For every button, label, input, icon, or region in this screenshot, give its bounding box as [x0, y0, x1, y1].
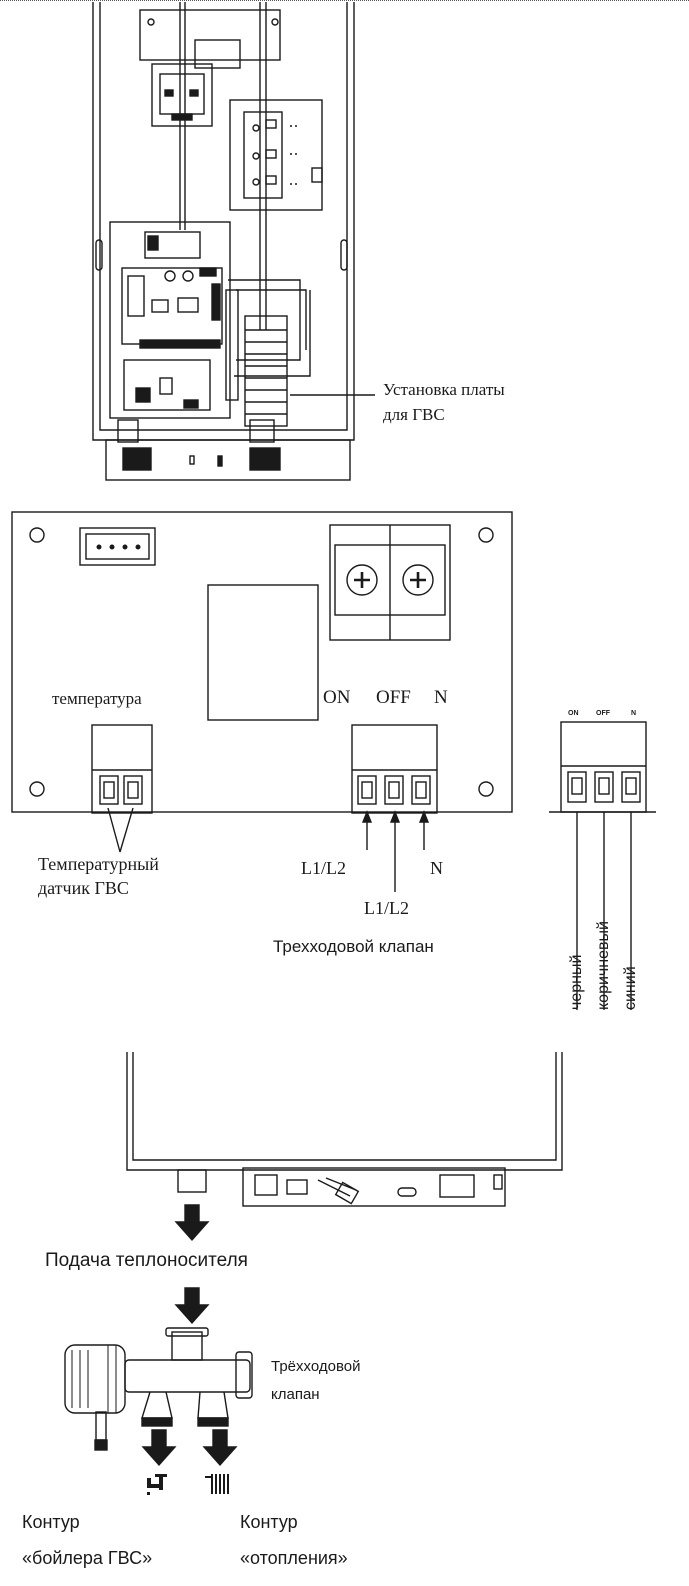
mount-hole [478, 527, 494, 543]
valve-label-line2: клапан [271, 1386, 320, 1403]
valve-pin-label-n: N [430, 858, 443, 878]
block-label-on: ON [568, 710, 579, 717]
valve-caption: Трехходовой клапан [273, 937, 434, 956]
boiler-lower-housing [126, 1052, 563, 1171]
dhw-board-slot [123, 359, 211, 411]
board-temperature-label: температура [52, 689, 142, 708]
relay-module [151, 63, 213, 127]
boiler-interior-diagram [92, 2, 375, 481]
valve-pin-label-l1l2: L1/L2 [301, 858, 346, 878]
valve-terminal [351, 724, 438, 814]
main-pcb [109, 221, 231, 419]
mount-hole [29, 781, 45, 797]
boiler-bottom-diagram [64, 1052, 563, 1495]
top-clip-edge [0, 0, 689, 3]
board-chip [207, 584, 319, 721]
heating-element [244, 315, 288, 427]
wire-label-brown: коричневый [595, 921, 612, 1010]
bottom-connector-right [249, 447, 281, 471]
sensor-lead-lines [107, 807, 134, 853]
boiler-bottom-plate [105, 439, 351, 481]
circuit-right-line2: «отопления» [240, 1548, 348, 1568]
valve-body [124, 1359, 251, 1393]
connector-housing [560, 721, 647, 813]
block-label-n: N [631, 710, 637, 717]
sensor-caption-line1: Температурный [38, 854, 159, 874]
callout-label-line1: Установка платы [383, 380, 505, 399]
bottom-connector-left [122, 447, 152, 471]
arrow-down-icon [202, 1429, 238, 1467]
temperature-terminal [91, 724, 153, 814]
valve-label-line1: Трёхходовой [271, 1358, 361, 1375]
valve-pin-label-l1l2-second: L1/L2 [364, 898, 409, 918]
flow-label: Подача теплоносителя [45, 1250, 248, 1271]
radiator-icon [205, 1474, 229, 1494]
three-way-valve [64, 1327, 253, 1451]
arrow-down-icon [174, 1287, 210, 1325]
block-label-off: OFF [596, 710, 610, 717]
four-pin-connector [79, 527, 156, 566]
terminal-label-off: OFF [376, 687, 411, 708]
bottom-panel [242, 1167, 506, 1207]
callout-label-line2: для ГВС [383, 405, 445, 424]
terminal-label-on: ON [323, 687, 351, 708]
flow-outlet [177, 1169, 207, 1193]
dhw-board-diagram [11, 511, 513, 892]
circuit-right-line1: Контур [240, 1512, 298, 1532]
mount-hole [478, 781, 494, 797]
circuit-left-line1: Контур [22, 1512, 80, 1532]
wire-label-black: черный [568, 954, 585, 1010]
dhw-board [11, 511, 513, 813]
control-board-upper [229, 99, 323, 211]
mount-hole [29, 527, 45, 543]
arrow-down-icon [174, 1204, 210, 1242]
circuit-left-line2: «бойлера ГВС» [22, 1548, 153, 1568]
wire-label-blue: синий [622, 966, 639, 1010]
terminal-label-n: N [434, 687, 448, 708]
arrow-down-icon [141, 1429, 177, 1467]
tap-icon [147, 1474, 167, 1495]
valve-connector-block [549, 721, 656, 1010]
sensor-caption-line2: датчик ГВС [38, 878, 129, 898]
